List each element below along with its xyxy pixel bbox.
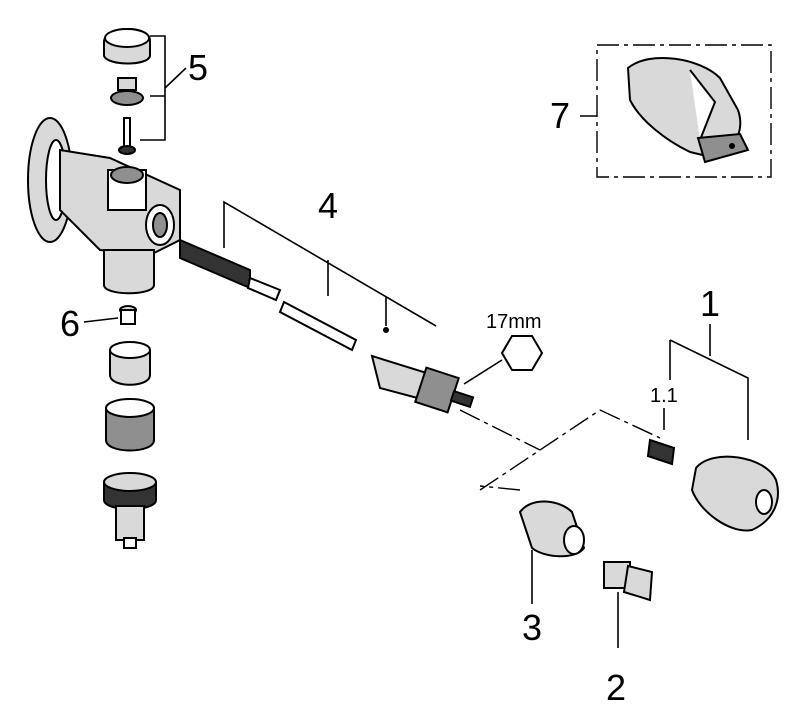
hose-connector-stack <box>103 341 157 549</box>
lock-sleeve-part <box>518 500 586 558</box>
callout-6-label: 6 <box>60 303 80 344</box>
leader-17mm <box>463 359 503 385</box>
callout-5-group: 5 <box>103 27 208 155</box>
cap-part <box>103 27 151 65</box>
threaded-coupling-part <box>105 398 155 452</box>
callout-2-group: 2 <box>603 561 654 708</box>
pin-part <box>118 117 136 155</box>
callout-7-label: 7 <box>550 95 570 136</box>
valve-body-part <box>27 117 181 295</box>
assembly-axis-line <box>459 409 661 491</box>
cover-cap-part <box>626 57 750 164</box>
wrench-size-label: 17mm <box>486 311 542 333</box>
hose-nozzle-part <box>103 472 157 549</box>
extension-rod-part <box>278 300 358 352</box>
callout-1-group: 1 1.1 <box>646 283 779 532</box>
callout-2-label: 2 <box>606 667 626 708</box>
handwheel-cap-part <box>690 455 779 532</box>
callout-6-group: 6 <box>60 303 137 344</box>
callout-3-group: 3 <box>518 500 586 648</box>
detail-box-7: 7 <box>550 44 772 178</box>
adapter-ring-part <box>109 341 151 386</box>
leader-1 <box>669 324 749 440</box>
callout-1-1-label: 1.1 <box>650 385 678 407</box>
hex-nut-icon <box>500 335 544 371</box>
callout-4-group: 4 <box>179 185 475 414</box>
callout-5-label: 5 <box>188 47 208 88</box>
key-part <box>603 561 654 602</box>
leader-6 <box>83 317 119 323</box>
check-valve-part <box>119 305 137 325</box>
adapter-screw-part <box>646 438 676 466</box>
callout-4-label: 4 <box>318 185 338 226</box>
spindle-nut-part <box>110 77 144 106</box>
leader-5 <box>140 35 187 141</box>
wrench-size-indicator: 17mm <box>463 311 544 385</box>
callout-1-label: 1 <box>700 283 720 324</box>
leader-4 <box>223 200 437 327</box>
cartridge-part <box>370 327 475 414</box>
callout-3-label: 3 <box>522 607 542 648</box>
spindle-part <box>179 238 282 302</box>
detail-box-frame <box>596 44 772 178</box>
